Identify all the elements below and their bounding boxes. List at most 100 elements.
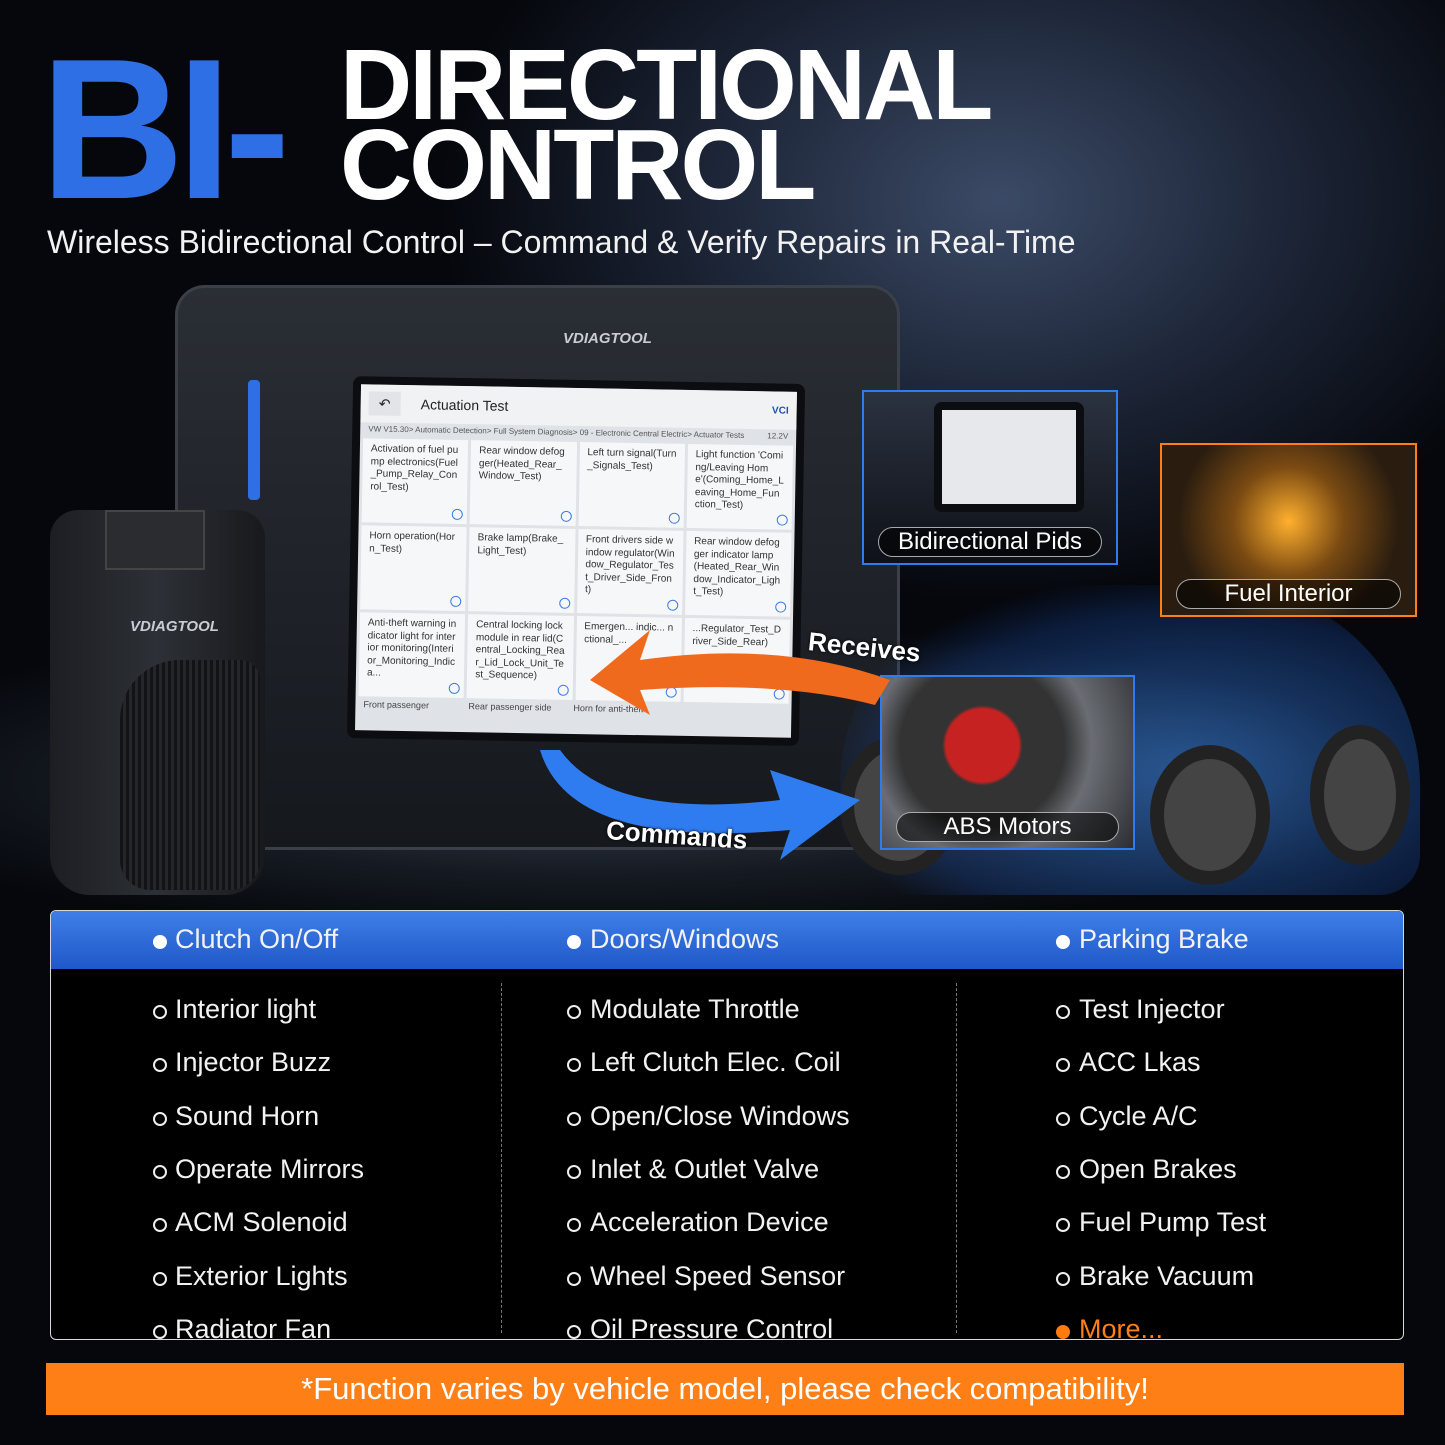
more-icon[interactable] — [775, 601, 787, 613]
footer-item[interactable]: Front passenger — [363, 699, 430, 711]
vci-dongle: VDIAGTOOL — [50, 510, 265, 895]
column-divider — [956, 983, 957, 1333]
bullet-icon — [153, 935, 167, 949]
arrows — [540, 630, 890, 860]
table-item: Sound Horn — [175, 1100, 320, 1131]
table-item: ACM Solenoid — [175, 1207, 348, 1238]
bullet-icon — [153, 1271, 167, 1286]
inset-bidirectional-pids: Bidirectional Pids — [862, 390, 1118, 565]
bullet-icon — [153, 1058, 167, 1073]
bullet-icon — [1056, 1271, 1070, 1286]
table-item: ACC Lkas — [1079, 1047, 1201, 1078]
vci-icon: VCI — [771, 404, 789, 417]
test-label: Rear window defogger(Heated_Rear_Window_… — [478, 445, 565, 483]
tablet-logo: VDIAGTOOL — [563, 330, 652, 347]
test-label: Horn operation(Horn_Test) — [369, 530, 456, 555]
actuation-test-tile[interactable]: Left turn signal(Turn_Signals_Test) — [578, 442, 685, 528]
actuation-test-tile[interactable]: Rear window defogger(Heated_Rear_Window_… — [469, 440, 577, 526]
headline-prefix: BI- — [40, 18, 291, 241]
more-icon[interactable] — [450, 595, 462, 608]
test-label: Light function 'Coming/Leaving Home'(Com… — [694, 449, 784, 511]
headline-line1: DIRECTIONAL — [340, 29, 993, 141]
table-item: Wheel Speed Sensor — [590, 1260, 846, 1291]
table-item: Acceleration Device — [590, 1207, 829, 1238]
dongle-plug — [105, 510, 205, 570]
bullet-icon — [567, 1058, 581, 1073]
dongle-logo: VDIAGTOOL — [130, 618, 219, 635]
receives-arrow-icon — [590, 630, 890, 715]
table-item: Inlet & Outlet Valve — [590, 1153, 820, 1184]
actuation-test-tile[interactable]: Brake lamp(Brake_Light_Test) — [468, 527, 576, 613]
table-item: Modulate Throttle — [590, 994, 800, 1024]
more-icon[interactable] — [448, 682, 461, 694]
table-item: Left Clutch Elec. Coil — [590, 1047, 841, 1078]
subtitle: Wireless Bidirectional Control – Command… — [47, 224, 1076, 260]
screen-title: Actuation Test — [420, 396, 509, 414]
bullet-icon — [1056, 1111, 1070, 1126]
bullet-icon — [153, 1324, 167, 1339]
bullet-icon — [1056, 1218, 1070, 1233]
table-item: Brake Vacuum — [1079, 1260, 1255, 1291]
table-item: Fuel Pump Test — [1079, 1207, 1267, 1238]
bullet-icon — [1056, 1005, 1070, 1019]
table-item: Exterior Lights — [175, 1260, 348, 1291]
bullet-icon — [567, 1164, 581, 1179]
inset-abs-motors: ABS Motors — [880, 675, 1135, 850]
compatibility-note: *Function varies by vehicle model, pleas… — [46, 1363, 1404, 1415]
more-icon[interactable] — [560, 510, 572, 522]
bullet-icon — [153, 1218, 167, 1233]
bullet-icon — [567, 1324, 581, 1339]
bullet-icon — [1056, 935, 1070, 949]
table-item: Oil Pressure Control — [590, 1313, 834, 1344]
rear-wheel — [1150, 745, 1270, 885]
test-label: Anti-theft warning indicator light for i… — [366, 617, 457, 679]
test-label: Activation of fuel pump electronics(Fuel… — [370, 443, 459, 493]
header-item: Doors/Windows — [590, 924, 780, 954]
tablet-light-strip — [248, 380, 260, 500]
bullet-icon — [1056, 1058, 1070, 1073]
headline-line2: CONTROL — [340, 109, 816, 221]
table-item: Interior light — [175, 994, 317, 1024]
bullet-icon — [1056, 1324, 1070, 1339]
more-icon[interactable] — [451, 508, 464, 521]
bullet-icon — [153, 1164, 167, 1179]
more-icon[interactable] — [776, 514, 788, 526]
actuation-test-tile[interactable]: Rear window defogger indicator lamp(Heat… — [684, 530, 792, 617]
back-icon[interactable]: ↶ — [368, 391, 401, 416]
table-item: Operate Mirrors — [175, 1153, 365, 1184]
table-item: Test Injector — [1079, 994, 1225, 1024]
actuation-test-tile[interactable]: Anti-theft warning indicator light for i… — [358, 612, 466, 699]
actuation-test-tile[interactable]: Light function 'Coming/Leaving Home'(Com… — [686, 443, 794, 530]
bullet-icon — [567, 1271, 581, 1286]
inset-fuel-interior: Fuel Interior — [1160, 443, 1417, 617]
more-link[interactable]: More... — [1079, 1313, 1164, 1344]
inset-label: Fuel Interior — [1176, 579, 1401, 609]
actuation-test-tile[interactable]: Activation of fuel pump electronics(Fuel… — [361, 438, 469, 525]
table-item: Cycle A/C — [1079, 1100, 1198, 1131]
bullet-icon — [567, 935, 581, 949]
more-icon[interactable] — [666, 599, 679, 611]
bullet-icon — [153, 1005, 167, 1019]
dongle-grip — [120, 660, 260, 890]
inset-label: Bidirectional Pids — [878, 527, 1102, 557]
header-item: Clutch On/Off — [175, 924, 339, 954]
table-header — [51, 911, 1403, 969]
commands-arrow-icon — [540, 750, 860, 860]
actuation-test-tile[interactable]: Horn operation(Horn_Test) — [360, 525, 467, 612]
rear-wheel-2 — [1310, 725, 1410, 865]
test-label: Brake lamp(Brake_Light_Test) — [477, 532, 564, 557]
inset-label: ABS Motors — [896, 812, 1119, 842]
actuation-test-tile[interactable]: Front drivers side window regulator(Wind… — [576, 529, 684, 615]
column-divider — [501, 983, 502, 1333]
bullet-icon — [567, 1005, 581, 1019]
more-icon[interactable] — [668, 512, 680, 524]
table-item: Open/Close Windows — [590, 1100, 850, 1131]
more-icon[interactable] — [558, 597, 570, 609]
bullet-icon — [153, 1111, 167, 1126]
header-item: Parking Brake — [1079, 924, 1249, 954]
bullet-icon — [567, 1111, 581, 1126]
table-item: Radiator Fan — [175, 1313, 332, 1344]
table-item: Injector Buzz — [175, 1047, 332, 1078]
table-item: Open Brakes — [1079, 1153, 1237, 1184]
